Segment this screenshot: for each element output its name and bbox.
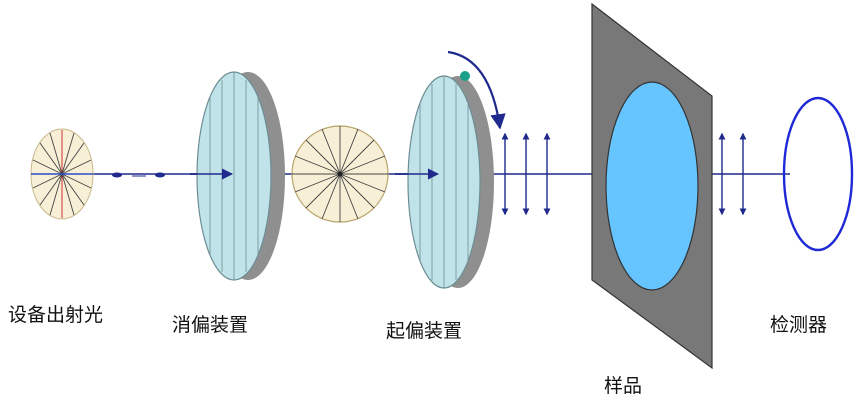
depolarizer-disc <box>196 71 285 281</box>
depolarized-light-rosette <box>291 125 389 223</box>
source-light-label: 设备出射光 <box>8 304 104 326</box>
beam-wave-marks <box>112 172 165 178</box>
sample-plate <box>591 2 713 370</box>
sample-label: 样品 <box>604 375 643 397</box>
polarizer-label: 起偏装置 <box>386 320 463 342</box>
polarizer-disc <box>407 75 494 289</box>
transmitted-light-arrows <box>718 132 747 216</box>
rotation-arrow <box>447 50 506 130</box>
depolarizer-label: 消偏装置 <box>172 314 249 336</box>
rotation-indicator-dot <box>460 71 470 81</box>
detector-ring <box>782 96 854 252</box>
source-light-rosette <box>30 128 94 220</box>
detector-label: 检测器 <box>770 314 828 336</box>
